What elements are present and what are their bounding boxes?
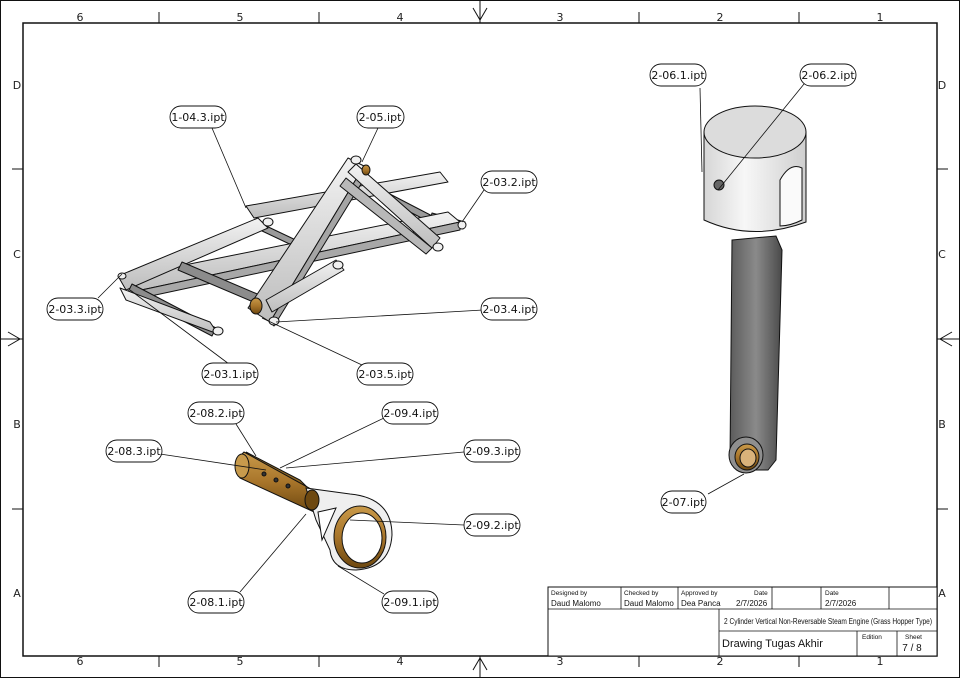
sheet-label: Sheet — [905, 634, 922, 641]
zone-bottom-1: 1 — [877, 655, 884, 668]
balloon-2-08-1: 2-08.1.ipt — [189, 596, 243, 609]
edition-label: Edition — [862, 634, 882, 641]
title-block: Designed by Daud Malomo Checked by Daud … — [547, 586, 938, 657]
drawing-title: Drawing Tugas Akhir — [722, 638, 823, 650]
balloon-2-09-3: 2-09.3.ipt — [465, 445, 519, 458]
approved-by-value: Dea Panca — [681, 599, 721, 608]
zone-left-C: C — [13, 248, 21, 261]
zone-bottom-5: 5 — [237, 655, 244, 668]
designed-by-label: Designed by — [551, 590, 588, 597]
balloon-2-09-1: 2-09.1.ipt — [383, 596, 437, 609]
zone-ticks — [12, 12, 948, 667]
balloon-2-06-1: 2-06.1.ipt — [651, 69, 705, 82]
zone-top-4: 4 — [397, 11, 404, 24]
zone-right-C: C — [938, 248, 946, 261]
balloon-2-05: 2-05.ipt — [359, 111, 403, 124]
inner-border — [22, 22, 938, 657]
balloon-2-09-2: 2-09.2.ipt — [465, 519, 519, 532]
sheet-value: 7 / 8 — [902, 643, 922, 654]
zone-left-B: B — [13, 418, 21, 431]
zone-top-1: 1 — [877, 11, 884, 24]
piston-assembly — [703, 105, 807, 474]
date-label-1: Date — [754, 590, 768, 597]
approved-by-label: Approved by — [681, 590, 718, 597]
balloon-2-07: 2-07.ipt — [662, 496, 706, 509]
zone-bottom-2: 2 — [717, 655, 724, 668]
project-title: 2 Cylinder Vertical Non-Reversable Steam… — [724, 617, 932, 626]
balloon-2-06-2: 2-06.2.ipt — [801, 69, 855, 82]
balloon-1-04-3: 1-04.3.ipt — [171, 111, 225, 124]
balloon-2-09-4: 2-09.4.ipt — [383, 407, 437, 420]
checked-by-value: Daud Malomo — [624, 599, 674, 608]
zone-top-3: 3 — [557, 11, 564, 24]
zone-bottom-3: 3 — [557, 655, 564, 668]
balloon-2-03-2: 2-03.2.ipt — [482, 176, 536, 189]
balloon-2-03-5: 2-03.5.ipt — [358, 368, 412, 381]
balloon-2-03-3: 2-03.3.ipt — [48, 303, 102, 316]
zone-right-D: D — [938, 79, 946, 92]
linkage-assembly — [117, 155, 467, 337]
balloon-2-08-2: 2-08.2.ipt — [189, 407, 243, 420]
zone-bottom-6: 6 — [77, 655, 84, 668]
checked-by-label: Checked by — [624, 590, 659, 597]
designed-by-value: Daud Malomo — [551, 599, 601, 608]
zone-bottom-4: 4 — [397, 655, 404, 668]
zone-top-6: 6 — [77, 11, 84, 24]
connecting-rod-assembly — [234, 451, 393, 571]
zone-top-2: 2 — [717, 11, 724, 24]
date-value-1: 2/7/2026 — [736, 599, 768, 608]
zone-right-B: B — [938, 418, 946, 431]
leader-lines — [97, 83, 805, 595]
date-label-2: Date — [825, 590, 839, 597]
balloon-2-03-1: 2-03.1.ipt — [203, 368, 257, 381]
balloon-2-08-3: 2-08.3.ipt — [107, 445, 161, 458]
zone-left-A: A — [13, 587, 21, 600]
zone-top-5: 5 — [237, 11, 244, 24]
zone-left-D: D — [13, 79, 21, 92]
date-value-2: 2/7/2026 — [825, 599, 857, 608]
balloon-2-03-4: 2-03.4.ipt — [482, 303, 536, 316]
zone-right-A: A — [938, 587, 946, 600]
